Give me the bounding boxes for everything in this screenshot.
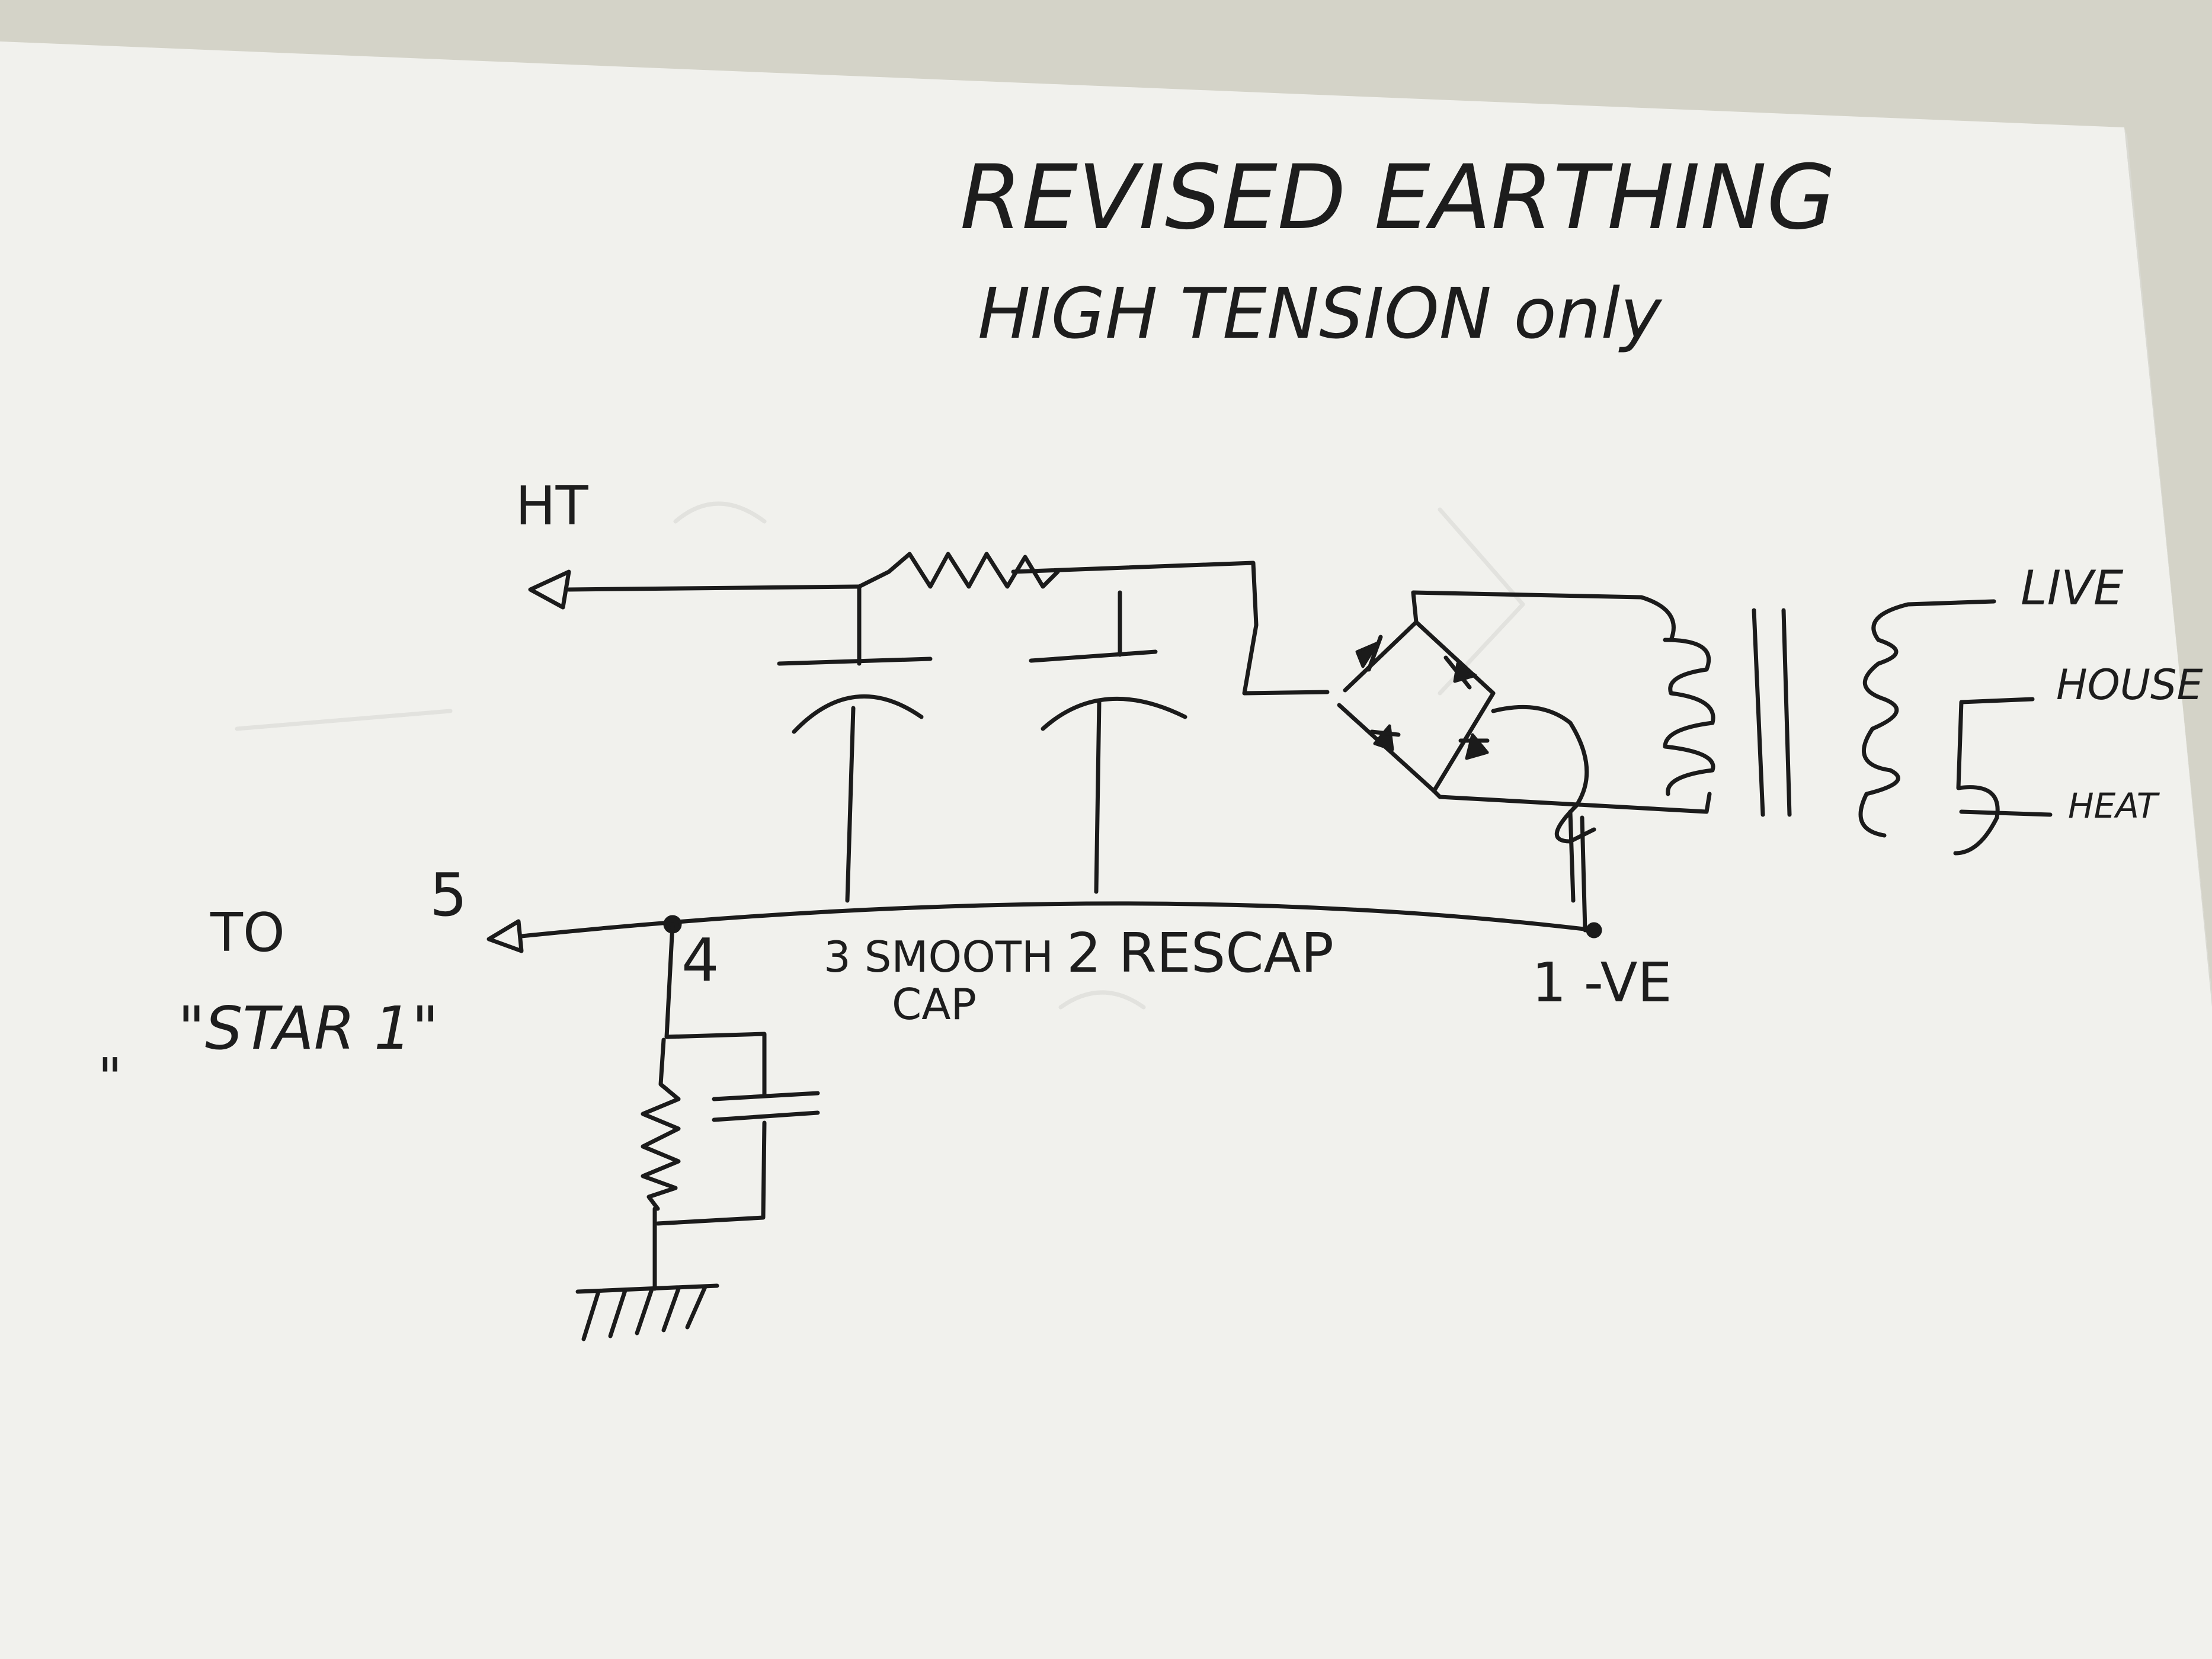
chassis-earth-symbol bbox=[575, 1283, 719, 1341]
node-5-label: 5 bbox=[430, 860, 468, 930]
smooth-cap-plate bbox=[777, 656, 933, 666]
bridge-to-secondary-bottom bbox=[1432, 789, 1712, 814]
earth-lift-drop bbox=[664, 922, 675, 1039]
star1-label: "STAR 1" bbox=[178, 994, 439, 1063]
primary-winding bbox=[1858, 599, 1996, 838]
transformer-core-1 bbox=[1752, 608, 1765, 817]
ht-rail bbox=[566, 584, 862, 592]
bridge-negative-loop bbox=[1491, 704, 1596, 844]
heat-label: HEAT bbox=[2068, 786, 2160, 826]
faint-backside-marks bbox=[235, 501, 1525, 1010]
earth-lift-cap-plate-1 bbox=[712, 1091, 820, 1101]
bridge-negative-lead bbox=[1568, 809, 1587, 933]
title-line-1: REVISED EARTHING bbox=[960, 146, 1836, 249]
return-rail bbox=[519, 901, 1596, 939]
heat-wire bbox=[1959, 809, 2053, 817]
title-line-2: HIGH TENSION only bbox=[978, 273, 1663, 354]
transformer-core-2 bbox=[1781, 608, 1792, 817]
earth-lift-cap-plate-2 bbox=[712, 1110, 820, 1122]
smooth-cap-bottom-lead bbox=[845, 706, 856, 903]
to-label: TO bbox=[210, 902, 285, 964]
res-cap-plate bbox=[1029, 649, 1158, 663]
node-3-sublabel: CAP bbox=[892, 979, 977, 1029]
secondary-winding bbox=[1663, 638, 1715, 796]
earth-lift-resistor bbox=[641, 1037, 681, 1211]
primary-tap-wire bbox=[1953, 697, 2035, 856]
house-label: HOUSE bbox=[2056, 661, 2203, 709]
node-2-label: 2 RESCAP bbox=[1067, 921, 1334, 985]
earth-lift-cap-lead-bottom bbox=[655, 1120, 767, 1226]
earth-lift-cap-lead-top bbox=[664, 1032, 767, 1098]
res-cap-bottom-lead bbox=[1094, 700, 1102, 894]
rectifier-feed-wire bbox=[1011, 561, 1330, 696]
ht-label: HT bbox=[516, 475, 589, 537]
node-1-junction bbox=[1586, 922, 1602, 939]
node-3-label: 3 SMOOTH bbox=[824, 932, 1054, 982]
ht-output-arrow bbox=[528, 569, 571, 610]
bridge-diodes bbox=[1355, 635, 1490, 760]
res-cap-curved-plate bbox=[1041, 696, 1187, 731]
smooth-cap-curved-plate bbox=[792, 694, 924, 734]
bridge-outline bbox=[1337, 620, 1496, 793]
live-label: LIVE bbox=[2021, 561, 2124, 616]
open-quote-mark: " bbox=[98, 1047, 122, 1109]
diode-1 bbox=[1355, 641, 1379, 668]
node-4-label: 4 bbox=[681, 925, 719, 995]
node-1-label: 1 -VE bbox=[1532, 951, 1672, 1014]
bridge-to-secondary-top bbox=[1411, 590, 1676, 642]
series-resistor bbox=[857, 552, 1060, 589]
paper-sheet bbox=[0, 41, 2212, 1659]
